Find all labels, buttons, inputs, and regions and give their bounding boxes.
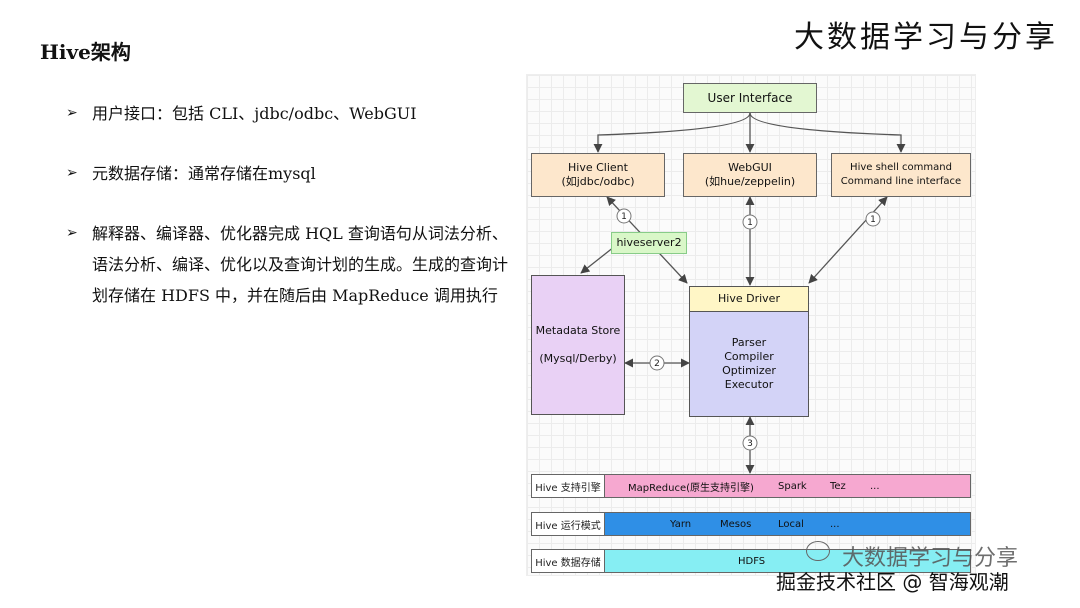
bullet-item: ➢ 解释器、编译器、优化器完成 HQL 查询语句从词法分析、语法分析、编译、优化… bbox=[66, 218, 516, 311]
hive-client-sub: (如jdbc/odbc) bbox=[561, 175, 635, 188]
brand-title: 大数据学习与分享 bbox=[794, 20, 1058, 55]
hive-shell-sub: Command line interface bbox=[840, 176, 962, 187]
hive-client-title: Hive Client bbox=[568, 161, 628, 174]
diagram-arrows: 1 1 1 2 3 bbox=[580, 112, 906, 474]
driver-part: Executor bbox=[724, 378, 774, 391]
user-interface-box: User Interface bbox=[683, 83, 817, 113]
bullet-list: ➢ 用户接口：包括 CLI、jdbc/odbc、WebGUI ➢ 元数据存储：通… bbox=[66, 98, 516, 340]
watermark-credit: 掘金技术社区 @ 智海观潮 bbox=[776, 570, 1009, 594]
driver-part: Parser bbox=[731, 336, 767, 349]
lane-item: Mesos bbox=[720, 518, 752, 530]
bullet-arrow-icon: ➢ bbox=[66, 105, 78, 121]
slide-title: Hive架构 bbox=[40, 40, 131, 64]
webgui-title: WebGUI bbox=[728, 161, 772, 174]
hive-shell-title: Hive shell command bbox=[850, 162, 952, 173]
lane-label: Hive 支持引擎 bbox=[532, 475, 605, 497]
hive-driver-body: Parser Compiler Optimizer Executor bbox=[689, 311, 809, 417]
metadata-store-box: Metadata Store (Mysql/Derby) bbox=[531, 275, 625, 415]
arrow-ui-to-hive-shell bbox=[749, 112, 906, 153]
bullet-arrow-icon: ➢ bbox=[66, 165, 78, 181]
step-number: 2 bbox=[654, 359, 660, 369]
bullet-item: ➢ 用户接口：包括 CLI、jdbc/odbc、WebGUI bbox=[66, 98, 516, 129]
driver-part: Compiler bbox=[724, 350, 774, 363]
lane-item: ... bbox=[870, 480, 880, 492]
lane-item: MapReduce(原生支持引擎) bbox=[628, 482, 754, 494]
bullet-item: ➢ 元数据存储：通常存储在mysql bbox=[66, 158, 516, 189]
lane-label: Hive 运行模式 bbox=[532, 513, 605, 535]
lane-runtime: Hive 运行模式 Yarn Mesos Local ... bbox=[531, 512, 971, 536]
lane-content: MapReduce(原生支持引擎) Spark Tez ... bbox=[605, 475, 970, 497]
arrow-shell-driver bbox=[808, 196, 888, 284]
lane-content: HDFS bbox=[605, 550, 970, 572]
lane-content: Yarn Mesos Local ... bbox=[605, 513, 970, 535]
driver-part: Optimizer bbox=[722, 364, 776, 377]
bullet-text: 元数据存储：通常存储在mysql bbox=[92, 164, 316, 183]
step-number: 1 bbox=[870, 215, 876, 225]
bullet-text: 用户接口：包括 CLI、jdbc/odbc、WebGUI bbox=[92, 104, 417, 123]
watermark-brand: 大数据学习与分享 bbox=[842, 546, 1019, 571]
lane-item: ... bbox=[830, 518, 840, 530]
metadata-store-title: Metadata Store bbox=[535, 324, 621, 337]
lane-item: Spark bbox=[778, 480, 807, 492]
lane-item: Tez bbox=[830, 480, 846, 492]
webgui-sub: (如hue/zeppelin) bbox=[704, 175, 796, 188]
lane-item: Local bbox=[778, 518, 804, 530]
step-number: 1 bbox=[747, 218, 753, 228]
lane-engine: Hive 支持引擎 MapReduce(原生支持引擎) Spark Tez ..… bbox=[531, 474, 971, 498]
lane-label: Hive 数据存储 bbox=[532, 550, 605, 572]
lane-item: Yarn bbox=[670, 518, 692, 530]
bullet-text: 解释器、编译器、优化器完成 HQL 查询语句从词法分析、语法分析、编译、优化以及… bbox=[92, 224, 509, 305]
step-number: 3 bbox=[747, 439, 753, 449]
lane-item: HDFS bbox=[738, 555, 766, 567]
hiveserver2-box: hiveserver2 bbox=[611, 232, 687, 254]
bullet-arrow-icon: ➢ bbox=[66, 225, 78, 241]
arrow-ui-to-hive-client bbox=[593, 112, 751, 153]
hive-architecture-diagram: 1 1 1 2 3 User Interface Hive Client (如j… bbox=[526, 74, 976, 576]
step-number: 1 bbox=[621, 212, 627, 222]
metadata-store-sub: (Mysql/Derby) bbox=[539, 352, 617, 365]
hive-client-box: Hive Client (如jdbc/odbc) bbox=[531, 153, 665, 197]
lane-storage: Hive 数据存储 HDFS bbox=[531, 549, 971, 573]
hive-shell-box: Hive shell command Command line interfac… bbox=[831, 153, 971, 197]
webgui-box: WebGUI (如hue/zeppelin) bbox=[683, 153, 817, 197]
hive-driver-header: Hive Driver bbox=[689, 286, 809, 312]
wechat-icon bbox=[806, 541, 830, 561]
